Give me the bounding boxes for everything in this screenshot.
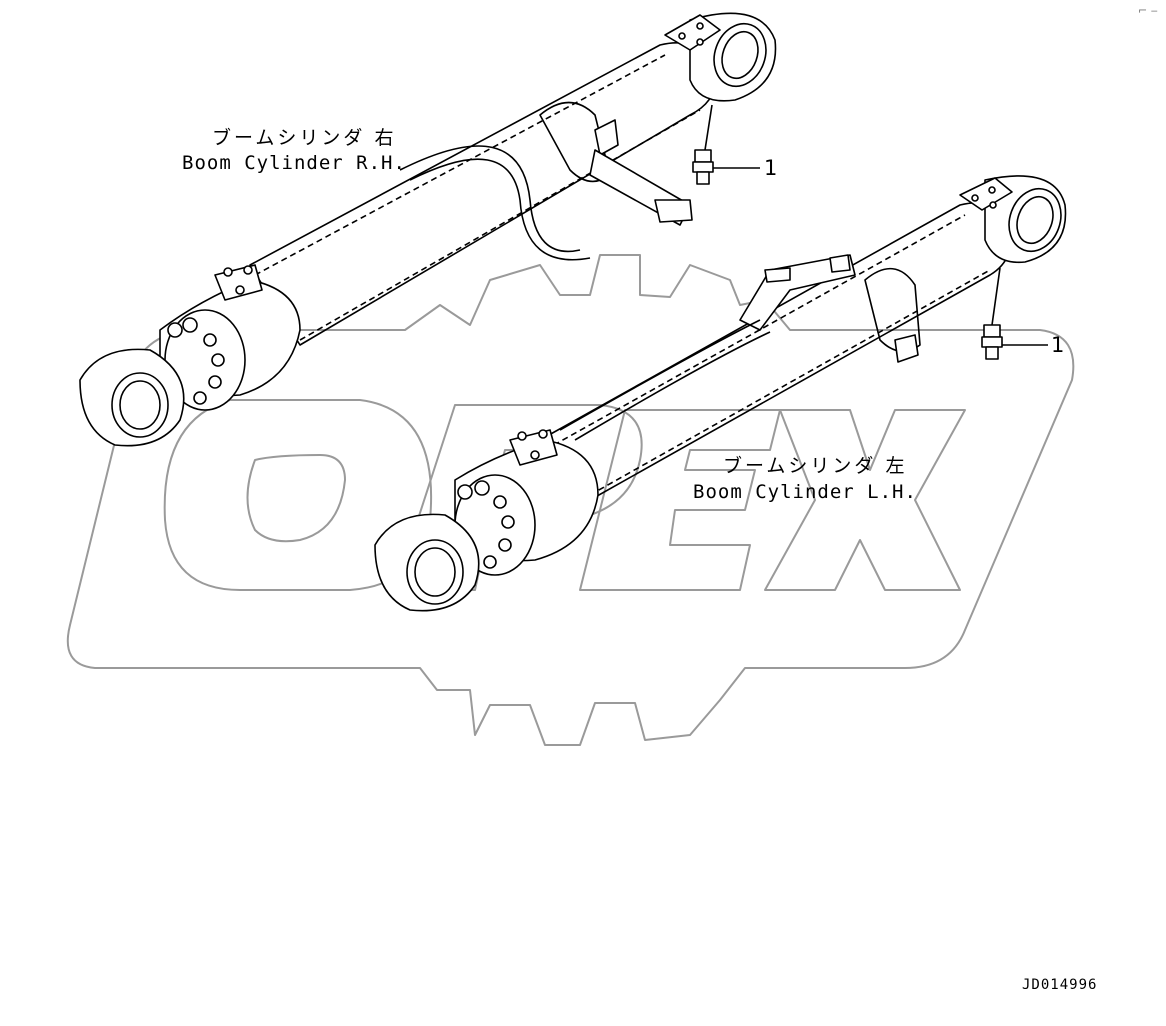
rh-callout-number: 1 bbox=[764, 156, 778, 180]
lh-sensor-lead bbox=[991, 267, 1001, 326]
rh-sensor-part bbox=[692, 149, 714, 185]
rh-hose bbox=[399, 145, 581, 253]
lh-hose bbox=[559, 319, 761, 431]
lh-sensor-part bbox=[981, 324, 1003, 360]
rh-sensor-lead bbox=[704, 104, 713, 151]
watermark-letter-e bbox=[579, 409, 781, 591]
boom-cylinder-lh bbox=[374, 175, 1067, 612]
watermark-letter-x bbox=[764, 409, 966, 591]
rh-label-japanese: ブームシリンダ 右 bbox=[212, 127, 397, 149]
document-id: JD014996 bbox=[1022, 977, 1098, 993]
lh-callout-number: 1 bbox=[1051, 333, 1065, 357]
corner-mark: ⌐ ‒ bbox=[1138, 4, 1158, 17]
watermark-letter-o bbox=[163, 399, 433, 591]
lh-clamp bbox=[864, 267, 921, 353]
lh-label-japanese: ブームシリンダ 左 bbox=[723, 455, 908, 477]
rh-label-english: Boom Cylinder R.H. bbox=[182, 152, 406, 174]
lh-label-english: Boom Cylinder L.H. bbox=[693, 481, 917, 503]
boom-cylinder-rh bbox=[79, 12, 777, 447]
